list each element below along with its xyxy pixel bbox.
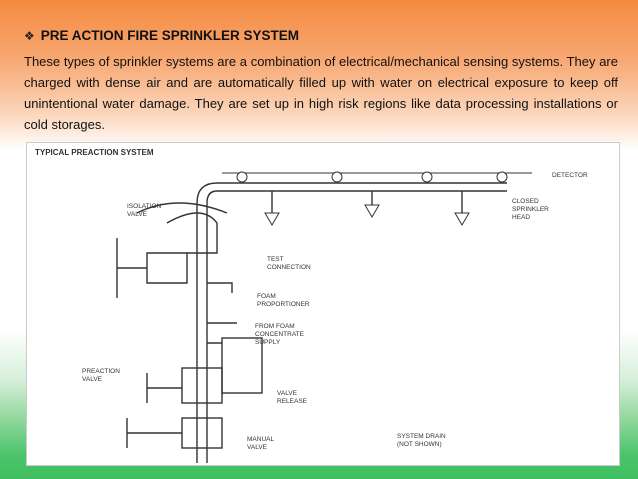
detector-3 [421,171,433,183]
sprinkler-head-2 [364,204,380,218]
detector-2 [331,171,343,183]
main-branch-pipe [217,182,507,192]
detectors [236,171,508,183]
diagram-title: TYPICAL PREACTION SYSTEM [35,148,154,157]
label-system-drain-1: SYSTEM DRAIN [397,433,446,440]
label-isolation-valve-2: VALVE [127,211,148,218]
elbow [196,182,218,204]
label-preaction-valve-1: PREACTION [82,368,120,375]
label-foam-supply-1: FROM FOAM [255,323,295,330]
diagram-svg: TYPICAL PREACTION SYSTEM DETECTOR ISOLAT… [35,148,588,463]
label-manual-valve-2: VALVE [247,444,268,451]
slide-heading: ❖ PRE ACTION FIRE SPRINKLER SYSTEM [24,28,604,43]
sprinkler-heads [264,204,470,226]
preaction-system-diagram: TYPICAL PREACTION SYSTEM DETECTOR ISOLAT… [26,142,620,466]
isolation-valve-handle [116,238,147,298]
label-foam-prop-2: PROPORTIONER [257,301,310,308]
label-foam-supply-3: SUPPLY [255,339,281,346]
label-isolation-valve-1: ISOLATION [127,203,161,210]
label-preaction-valve-2: VALVE [82,376,103,383]
body-paragraph: These types of sprinkler systems are a c… [24,54,618,132]
label-manual-valve-1: MANUAL [247,436,274,443]
label-foam-supply-2: CONCENTRATE [255,331,305,338]
label-test-connection-2: CONNECTION [267,264,311,271]
label-valve-release-2: RELEASE [277,398,308,405]
foam-lines [207,322,237,344]
detector-1 [236,171,248,183]
isolation-valve-body [146,252,188,284]
label-detector: DETECTOR [552,172,588,179]
label-closed-head-1: CLOSED [512,198,539,205]
main-riser [196,203,208,463]
label-closed-head-2: SPRINKLER [512,206,549,213]
label-system-drain-2: (NOT SHOWN) [397,441,442,448]
pipe-network [116,172,532,463]
manual-valve-body [181,417,223,449]
preaction-valve-handle [146,373,182,403]
label-test-connection-1: TEST [267,256,284,263]
label-closed-head-3: HEAD [512,214,530,221]
heading-text: PRE ACTION FIRE SPRINKLER SYSTEM [40,28,300,43]
test-connection-pipe [207,282,233,293]
isolation-pipe-upper [166,212,218,254]
manual-valve-handle [126,418,182,448]
sprinkler-drops [271,191,463,213]
label-valve-release-1: VALVE [277,390,298,397]
detector-4 [496,171,508,183]
isolation-pipe-curve [136,202,228,214]
diamond-bullet-icon: ❖ [24,28,35,43]
sprinkler-head-3 [454,212,470,226]
preaction-valve-body [181,367,223,404]
sprinkler-head-1 [264,212,280,226]
label-foam-prop-1: FOAM [257,293,276,300]
foam-proportioner-tank [221,337,263,394]
